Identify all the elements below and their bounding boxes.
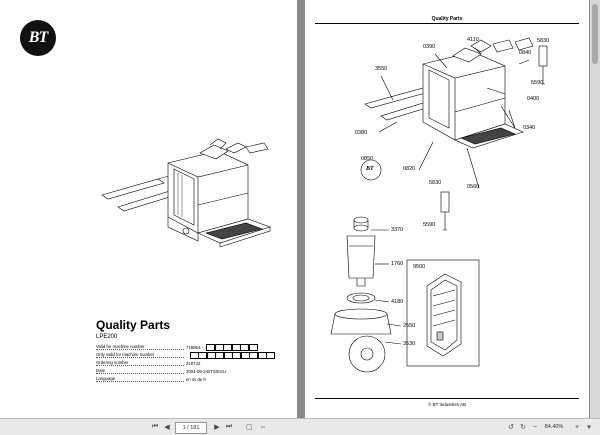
vertical-scrollbar[interactable]	[590, 0, 600, 418]
part-label: 1760	[391, 261, 404, 267]
document-viewport[interactable]: BT	[0, 0, 600, 418]
cover-page: BT	[0, 0, 297, 418]
zoom-level[interactable]: 84.40%	[544, 424, 564, 430]
part-label: 5830	[537, 38, 550, 44]
first-page-icon[interactable]: ⏮	[151, 423, 159, 430]
part-label: 0390	[423, 44, 436, 50]
viewer-toolbar: ⏮ ◀ 1 / 181 ▶ ⏭ ▢ ⇔ ↺ ↻ − 84.40% + ▾	[0, 418, 600, 435]
zoom-in-icon[interactable]: +	[574, 423, 580, 431]
document-title: Quality Parts	[96, 318, 171, 332]
part-label: 0820	[403, 166, 416, 172]
part-label: 4110	[467, 37, 479, 43]
part-label: 0340	[523, 125, 536, 131]
part-label: 5830	[429, 180, 442, 186]
prev-page-icon[interactable]: ◀	[164, 424, 170, 431]
zoom-dropdown-icon[interactable]: ▾	[587, 424, 591, 431]
part-label: 5590	[531, 80, 544, 86]
footer-rule	[315, 398, 579, 399]
bt-logo: BT	[20, 20, 56, 56]
part-label: 0560	[467, 184, 480, 190]
part-label: 9500	[413, 264, 426, 270]
part-label: 3550	[375, 66, 388, 72]
info-row-valid: Valid for machine number 718954 -	[96, 343, 275, 351]
next-page-icon[interactable]: ▶	[214, 424, 220, 431]
zoom-out-icon[interactable]: −	[532, 423, 538, 431]
page-footer: © BT Industries AB	[428, 402, 466, 407]
info-row-language: Language en sv de fr	[96, 376, 207, 382]
part-label: 0850	[361, 156, 374, 162]
machine-number-boxes	[189, 351, 275, 359]
part-label: 0400	[527, 96, 540, 102]
info-row-only-valid: Only valid for machine number	[96, 351, 275, 359]
part-label: 0380	[355, 130, 368, 136]
machine-number-boxes	[206, 343, 258, 351]
fit-page-icon[interactable]: ▢	[245, 424, 253, 431]
rotate-left-icon[interactable]: ↺	[508, 424, 514, 431]
document-info-table: Valid for machine number 718954 - Only v…	[96, 343, 275, 383]
part-label: 4180	[391, 299, 404, 305]
bt-badge-icon: BT	[366, 166, 374, 172]
page-number-input[interactable]: 1 / 181	[175, 422, 207, 434]
fit-width-icon[interactable]: ⇔	[259, 423, 267, 431]
info-row-ordering: Ordering number 218742	[96, 360, 201, 366]
part-label: 5590	[423, 222, 436, 228]
part-label: 2550	[403, 323, 416, 329]
part-label: 3530	[403, 341, 416, 347]
model-number: LPE200	[96, 334, 118, 340]
last-page-icon[interactable]: ⏭	[225, 423, 233, 430]
part-label: 3370	[391, 227, 404, 233]
exploded-parts-diagram	[330, 37, 548, 373]
scrollbar-thumb[interactable]	[592, 4, 598, 64]
parts-diagram-page: Quality Parts	[305, 0, 589, 418]
page-header: Quality Parts	[431, 16, 463, 22]
pallet-truck-illustration	[101, 138, 271, 248]
part-label: 0840	[519, 50, 532, 56]
rotate-right-icon[interactable]: ↻	[520, 424, 526, 431]
info-row-date: Date 2004-08-24/ITS/ESU	[96, 368, 226, 374]
header-rule	[315, 23, 579, 24]
